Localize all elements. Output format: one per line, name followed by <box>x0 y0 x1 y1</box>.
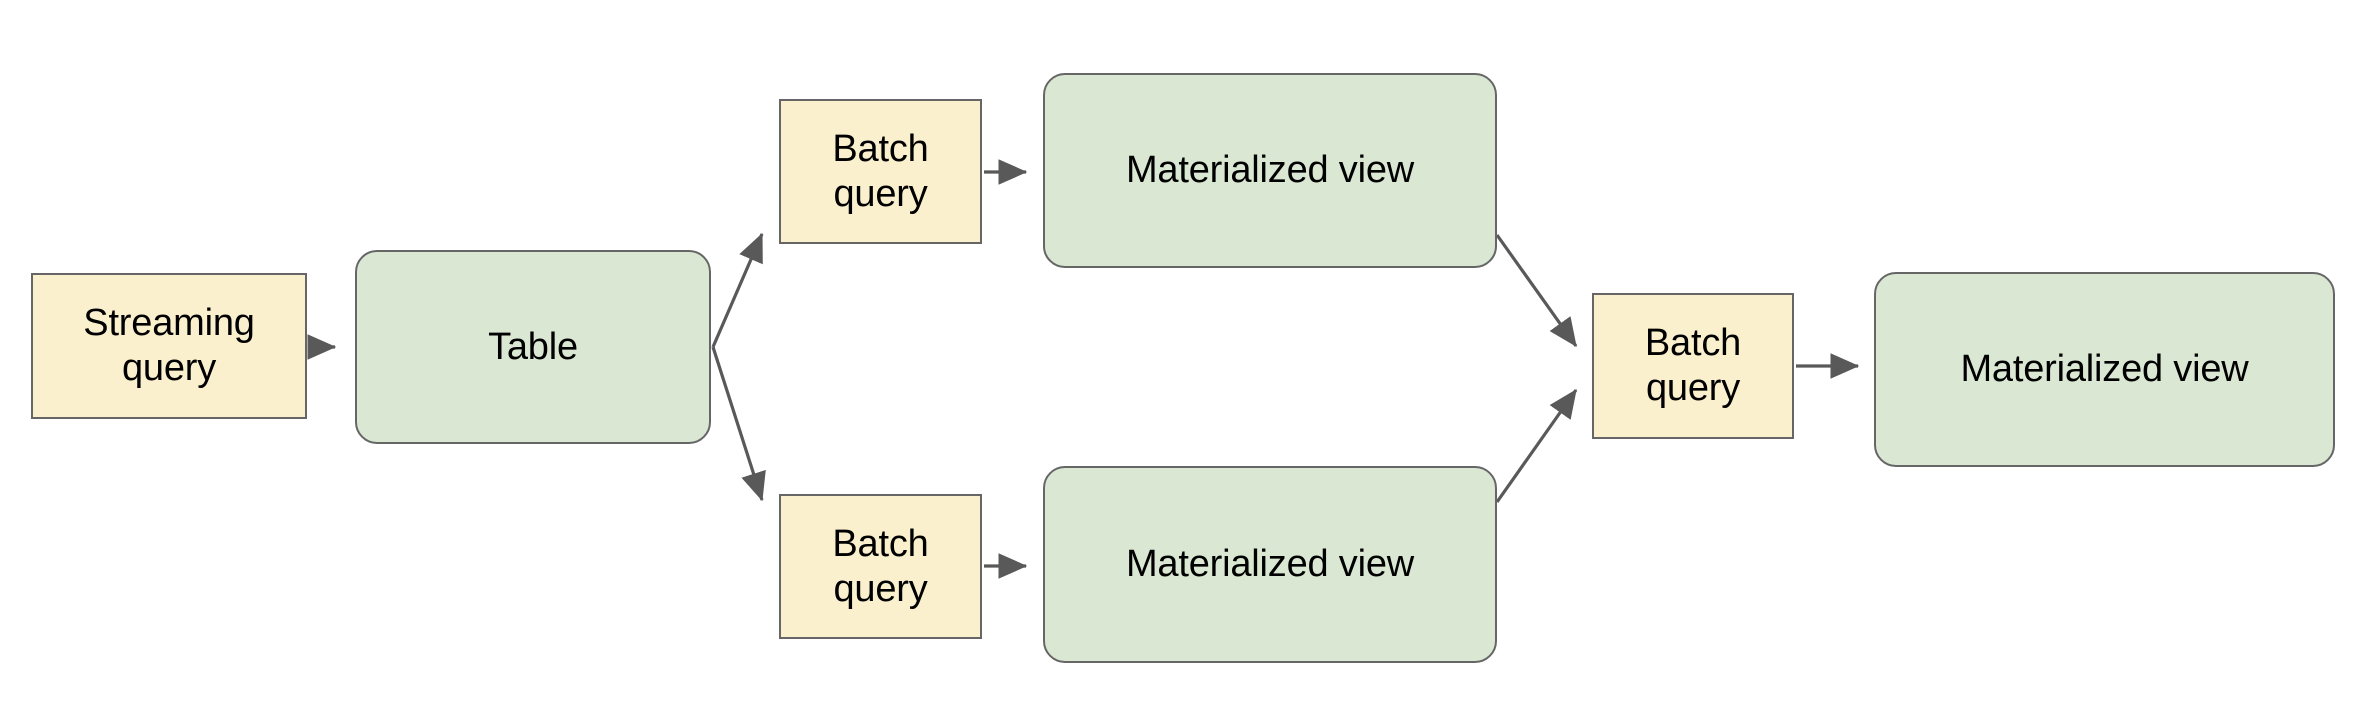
node-table-label: Table <box>488 325 578 368</box>
node-table[interactable]: Table <box>355 250 711 444</box>
node-materialized-view-right[interactable]: Materialized view <box>1874 272 2335 467</box>
node-streaming-query-label: Streaming query <box>83 302 255 389</box>
node-batch-query-center-label: Batch query <box>1644 322 1742 409</box>
node-materialized-view-bottom-label: Materialized view <box>1125 543 1415 586</box>
node-batch-query-bottom[interactable]: Batch query <box>779 494 982 639</box>
edge-mv-bottom-to-batch-center <box>1495 388 1578 503</box>
node-materialized-view-top-label: Materialized view <box>1125 149 1415 192</box>
node-materialized-view-right-label: Materialized view <box>1960 348 2249 391</box>
node-batch-query-top-label: Batch query <box>832 127 929 215</box>
node-materialized-view-top[interactable]: Materialized view <box>1043 73 1497 268</box>
edge-table-to-batch-top <box>711 232 764 348</box>
node-batch-query-top[interactable]: Batch query <box>779 99 982 244</box>
edge-table-to-batch-bottom <box>711 346 766 502</box>
node-batch-query-center[interactable]: Batch query <box>1592 293 1794 439</box>
edge-mv-top-to-batch-center <box>1495 234 1578 348</box>
node-materialized-view-bottom[interactable]: Materialized view <box>1043 466 1497 663</box>
node-batch-query-bottom-label: Batch query <box>832 522 929 610</box>
node-streaming-query[interactable]: Streaming query <box>31 273 307 419</box>
